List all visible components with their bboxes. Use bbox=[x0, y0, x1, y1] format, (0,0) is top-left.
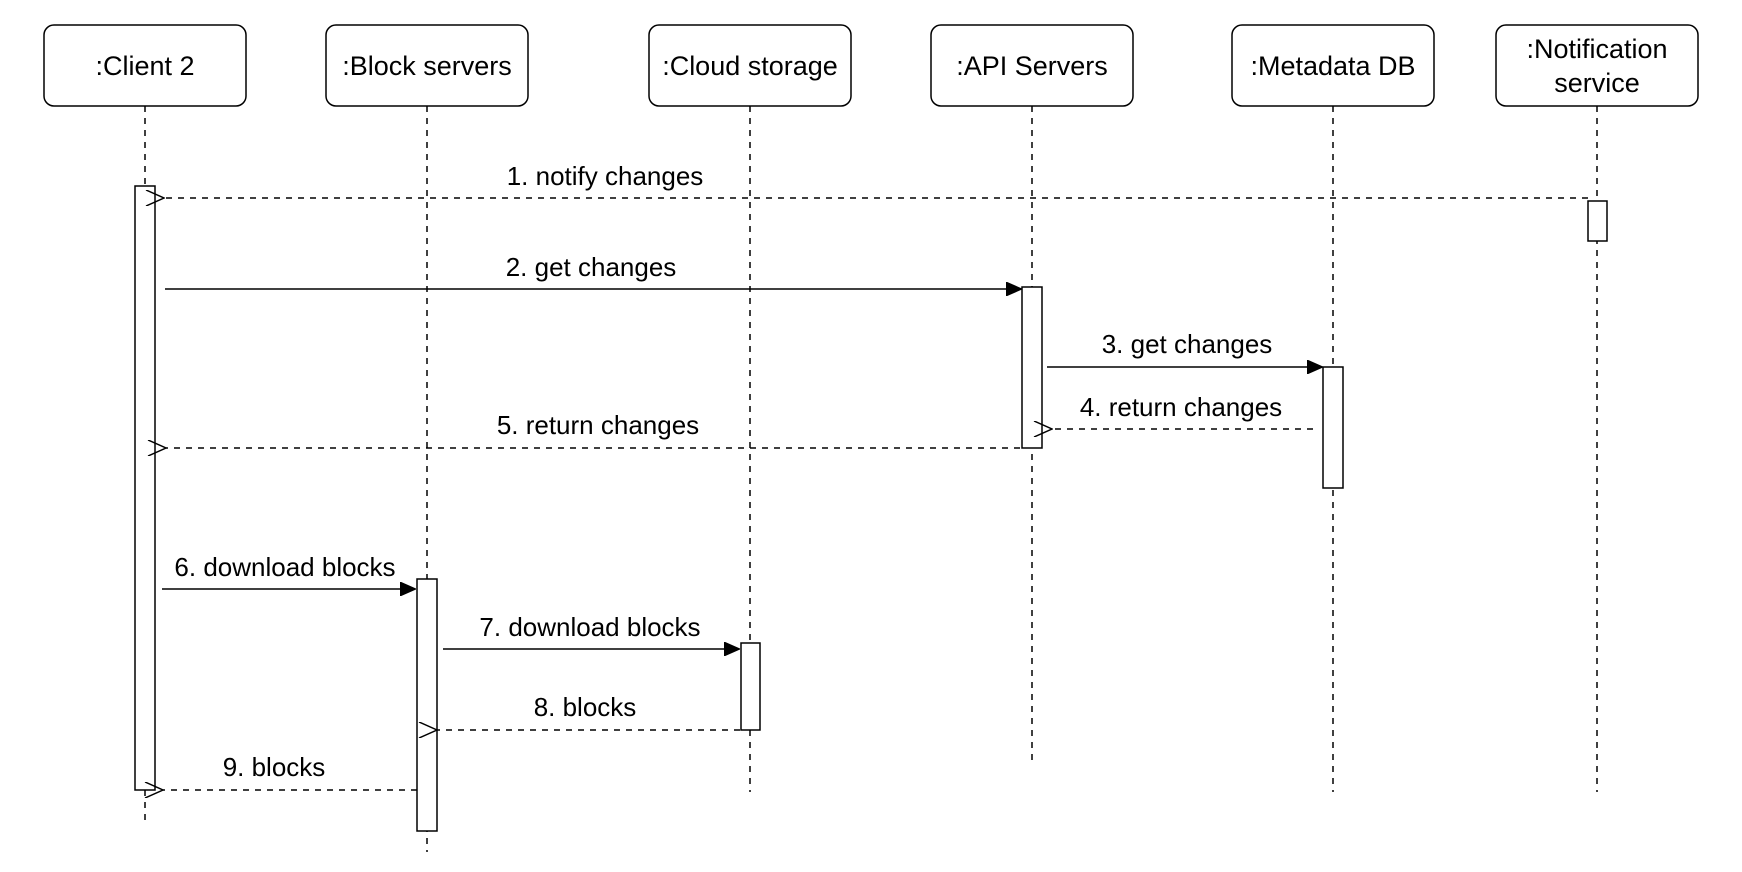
lifelines bbox=[144, 106, 1598, 852]
activations bbox=[134, 185, 1608, 832]
message-label: 6. download blocks bbox=[174, 552, 395, 582]
participant-label: :Block servers bbox=[342, 51, 512, 81]
participant-label: :API Servers bbox=[956, 51, 1108, 81]
participant-label: :Metadata DB bbox=[1250, 51, 1415, 81]
message-label: 5. return changes bbox=[497, 410, 699, 440]
message-label: 7. download blocks bbox=[479, 612, 700, 642]
activation-metadata bbox=[1322, 366, 1344, 489]
activation-client2 bbox=[134, 185, 156, 791]
message-label: 1. notify changes bbox=[507, 161, 704, 191]
participant-label-line-1: :Notification bbox=[1526, 34, 1667, 64]
participant-label: :Client 2 bbox=[95, 51, 194, 81]
activation-block bbox=[416, 578, 438, 832]
participant-cloud-storage: :Cloud storage bbox=[648, 24, 852, 107]
activation-api bbox=[1021, 286, 1043, 449]
message-label: 2. get changes bbox=[506, 252, 677, 282]
participant-metadata-db: :Metadata DB bbox=[1231, 24, 1435, 107]
participant-label: :Cloud storage bbox=[662, 51, 838, 81]
message-label: 3. get changes bbox=[1102, 329, 1273, 359]
participants: :Client 2 :Block servers :Cloud storage … bbox=[43, 24, 1699, 107]
activation-cloud bbox=[740, 642, 761, 731]
participant-notification-service: :Notification service bbox=[1495, 24, 1699, 107]
message-label: 9. blocks bbox=[223, 752, 326, 782]
message-label: 8. blocks bbox=[534, 692, 637, 722]
messages: 1. notify changes 2. get changes 3. get … bbox=[162, 161, 1588, 790]
participant-label-line-2: service bbox=[1554, 68, 1640, 98]
participant-client2: :Client 2 bbox=[43, 24, 247, 107]
activation-notification bbox=[1587, 200, 1608, 242]
participant-api-servers: :API Servers bbox=[930, 24, 1134, 107]
message-label: 4. return changes bbox=[1080, 392, 1282, 422]
participant-block-servers: :Block servers bbox=[325, 24, 529, 107]
